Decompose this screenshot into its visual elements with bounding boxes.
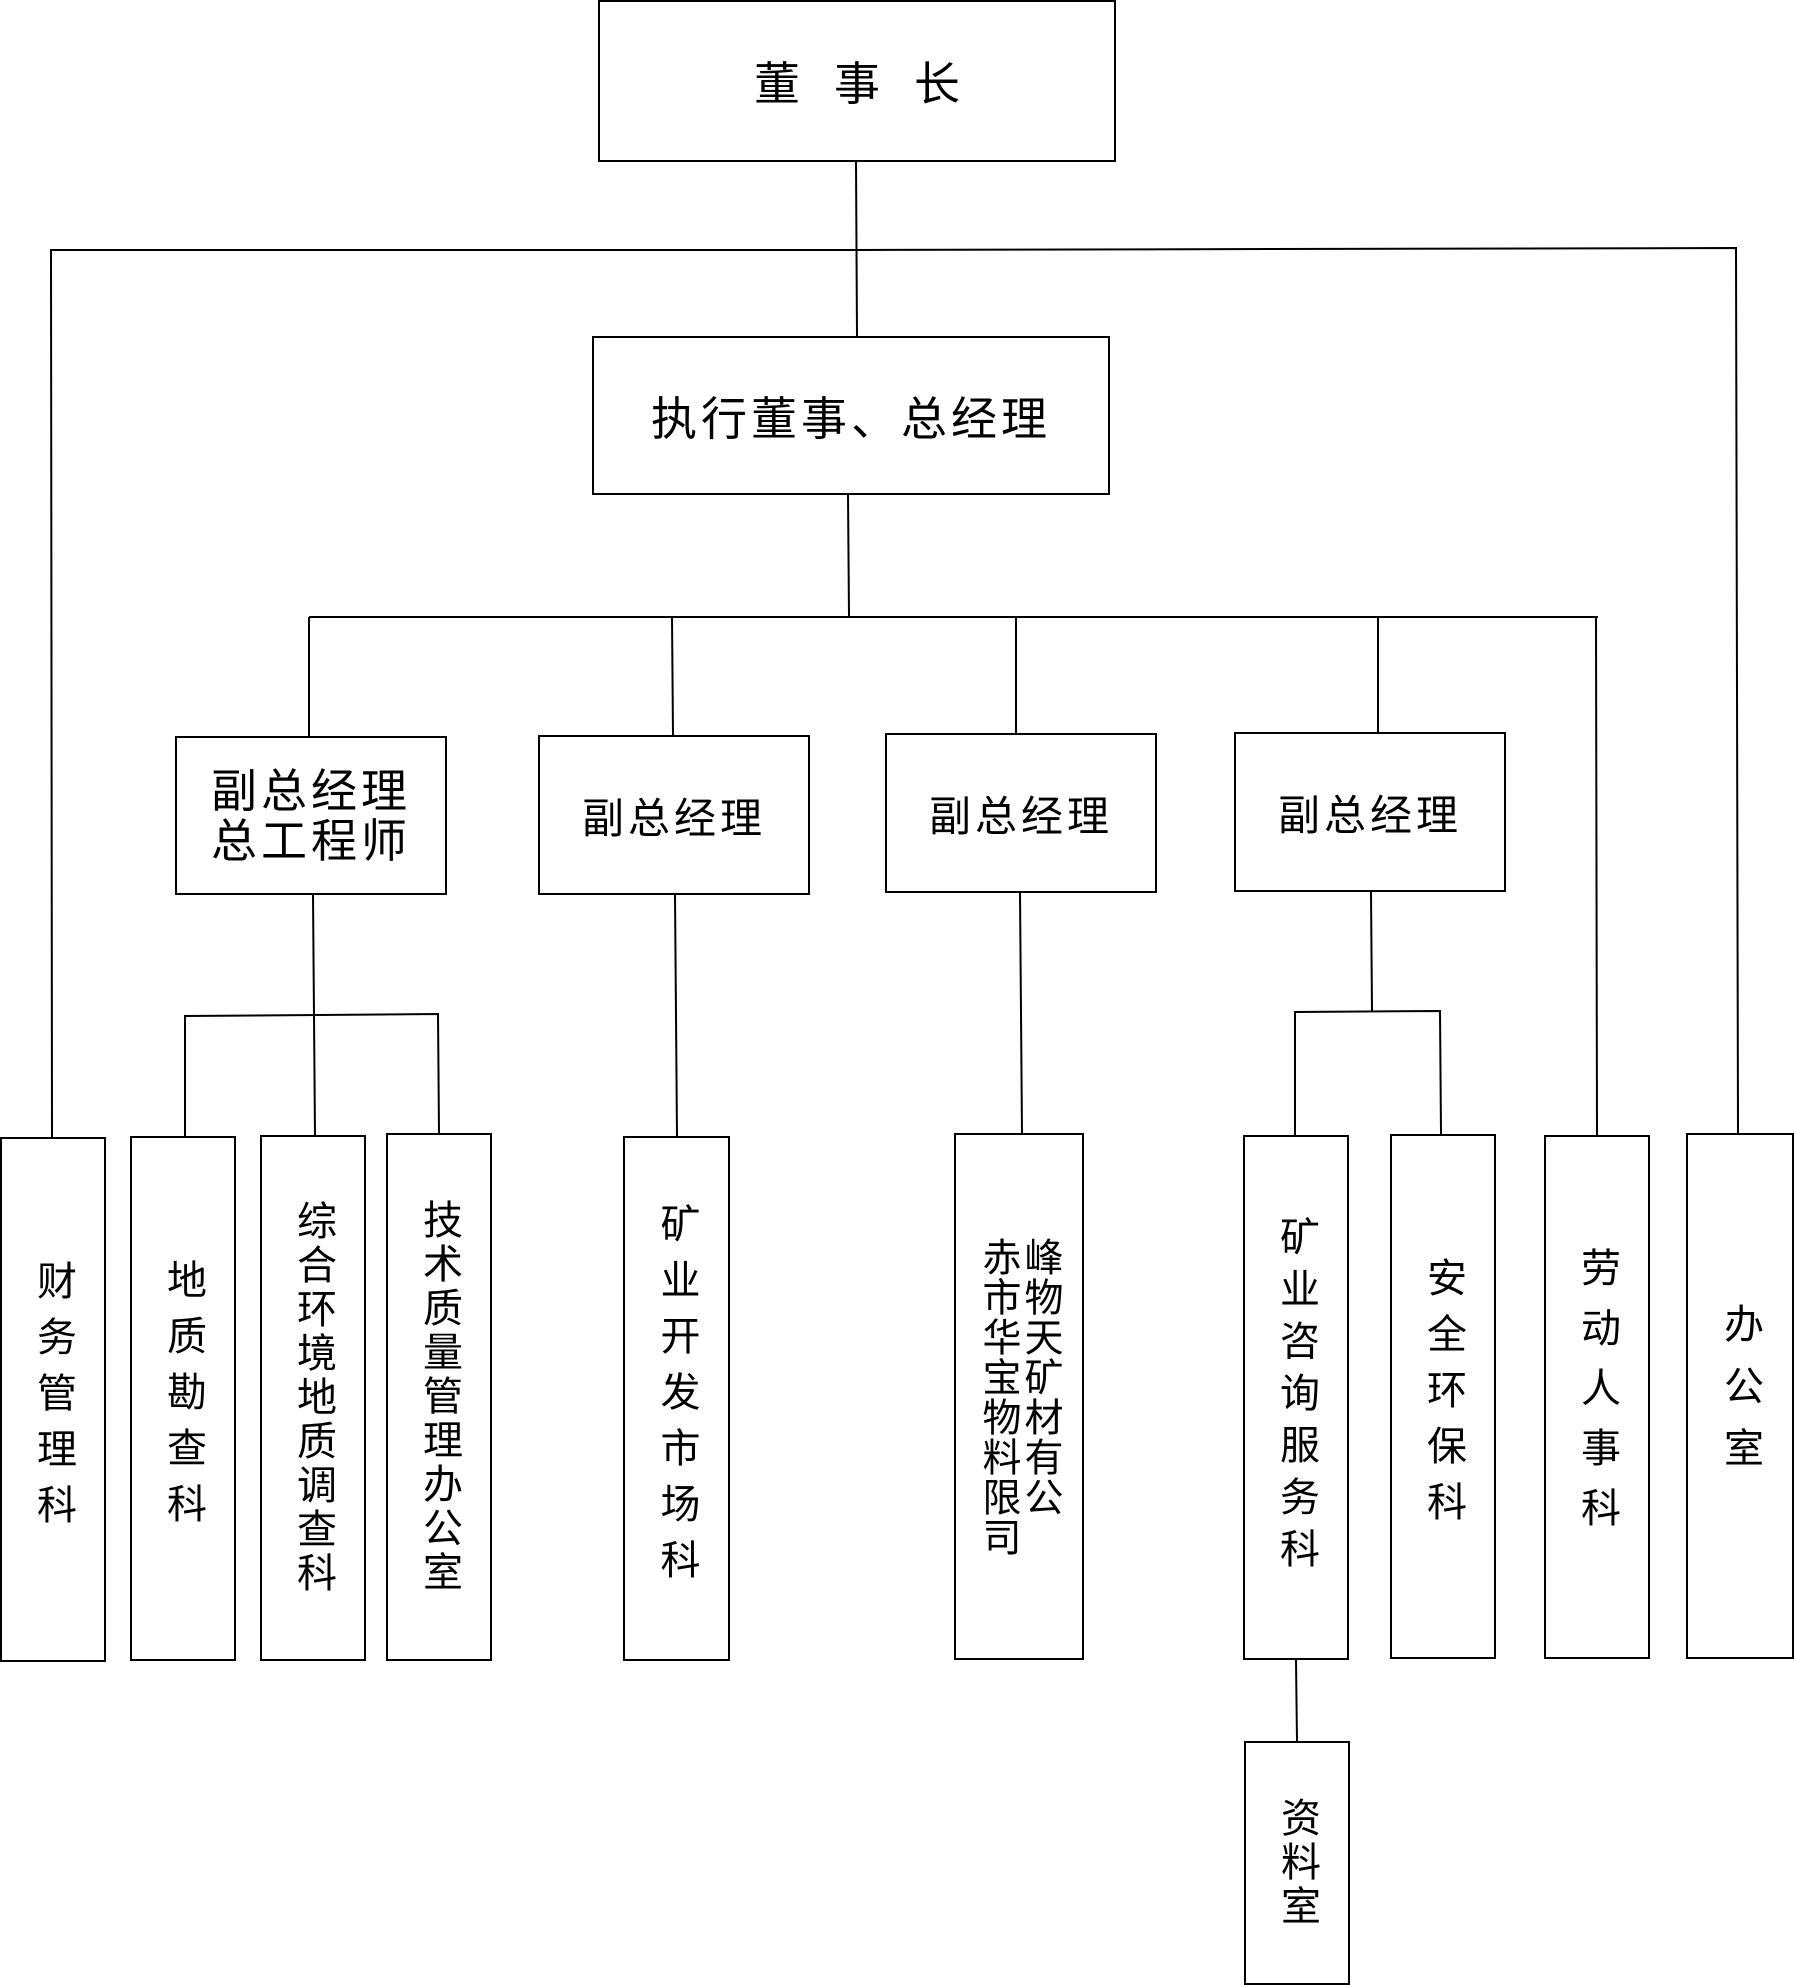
dept-finance-box[interactable]: 财务管理科 (0, 1137, 106, 1662)
vp1-box[interactable]: 副总经理 总工程师 (175, 736, 447, 895)
dept-mining-market-label: 矿业开发市场科 (653, 1202, 700, 1595)
dept-safety-box[interactable]: 安全环保科 (1390, 1134, 1496, 1659)
ceo-label: 执行董事、总经理 (651, 391, 1051, 446)
dept-finance-label: 财务管理科 (30, 1259, 76, 1540)
dept-tech-label: 技术质量管理办公室 (416, 1199, 462, 1595)
dept-safety-label: 安全环保科 (1420, 1256, 1466, 1537)
dept-geology-box[interactable]: 地质勘查科 (130, 1136, 236, 1661)
dept-env-box[interactable]: 综合环境地质调查科 (260, 1135, 366, 1661)
vp4-box[interactable]: 副总经理 (1234, 732, 1506, 892)
dept-hr-box[interactable]: 劳动人事科 (1544, 1135, 1650, 1659)
dept-company-label: 峰物天矿材有公赤市华宝物料限司 (976, 1236, 1063, 1557)
dept-office-box[interactable]: 办公室 (1686, 1133, 1794, 1659)
ceo-box[interactable]: 执行董事、总经理 (592, 336, 1110, 495)
dept-env-label: 综合环境地质调查科 (290, 1200, 336, 1596)
vp4-label: 副总经理 (1277, 790, 1462, 840)
dept-company-col2: 赤市华宝物料限司 (976, 1236, 1021, 1557)
dept-archive-label: 资料室 (1274, 1797, 1320, 1929)
dept-geology-label: 地质勘查科 (160, 1258, 206, 1539)
chairman-label: 董事长 (754, 57, 994, 111)
dept-company-col1: 峰物天矿材有公 (1018, 1236, 1063, 1517)
vp1-label: 副总经理 总工程师 (177, 738, 445, 893)
dept-hr-label: 劳动人事科 (1574, 1247, 1620, 1547)
chairman-box[interactable]: 董事长 (598, 0, 1116, 162)
vp3-box[interactable]: 副总经理 (885, 733, 1157, 893)
dept-mining-market-box[interactable]: 矿业开发市场科 (623, 1136, 730, 1661)
dept-consulting-box[interactable]: 矿业咨询服务科 (1243, 1135, 1349, 1660)
vp1-title-line1: 副总经理 (211, 763, 411, 818)
dept-archive-box[interactable]: 资料室 (1244, 1741, 1350, 1985)
vp2-label: 副总经理 (581, 793, 766, 843)
dept-company-box[interactable]: 峰物天矿材有公赤市华宝物料限司 (954, 1133, 1084, 1660)
dept-consulting-label: 矿业咨询服务科 (1273, 1215, 1319, 1580)
dept-tech-box[interactable]: 技术质量管理办公室 (386, 1133, 492, 1661)
vp1-title-line2: 总工程师 (211, 813, 411, 868)
dept-office-label: 办公室 (1717, 1303, 1763, 1489)
vp2-box[interactable]: 副总经理 (538, 735, 810, 895)
vp3-label: 副总经理 (928, 791, 1113, 841)
